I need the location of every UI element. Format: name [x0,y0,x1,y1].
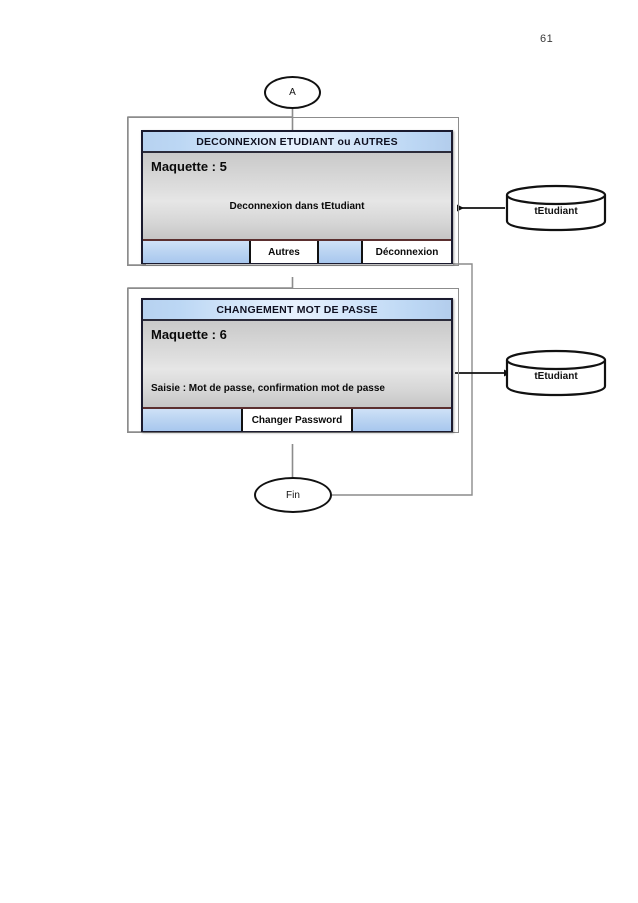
maquette-6-title-bar: CHANGEMENT MOT DE PASSE [143,300,451,321]
maquette-6-footer: Changer Password [143,409,451,431]
maquette-6-body: Maquette : 6 Saisie : Mot de passe, conf… [143,321,451,409]
maquette-6-note: Saisie : Mot de passe, confirmation mot … [151,383,385,394]
connector-node-a[interactable]: A [264,76,321,109]
footer-spacer-right-2 [353,409,451,431]
button-deconnexion[interactable]: Déconnexion [361,241,451,263]
maquette-6-heading: Maquette : 6 [151,327,227,342]
maquette-5-body: Maquette : 5 Deconnexion dans tEtudiant [143,153,451,241]
maquette-5-heading: Maquette : 5 [151,159,227,174]
maquette-5-footer: Autres Déconnexion [143,241,451,263]
footer-spacer-left [143,241,249,263]
datastore-tetudiant-bottom[interactable]: tEtudiant [505,349,607,397]
maquette-5-window[interactable]: DECONNEXION ETUDIANT ou AUTRES Maquette … [141,130,453,264]
datastore-tetudiant-top[interactable]: tEtudiant [505,184,607,232]
terminal-node-fin[interactable]: Fin [254,477,332,513]
footer-spacer-left-2 [143,409,241,431]
cylinder-icon [505,184,607,232]
maquette-5-title-bar: DECONNEXION ETUDIANT ou AUTRES [143,132,451,153]
datastore-top-label: tEtudiant [534,206,578,217]
datastore-bottom-label: tEtudiant [534,371,578,382]
cylinder-icon [505,349,607,397]
footer-spacer-mid [319,241,361,263]
maquette-5-note: Deconnexion dans tEtudiant [229,201,365,212]
button-autres[interactable]: Autres [249,241,319,263]
maquette-6-window[interactable]: CHANGEMENT MOT DE PASSE Maquette : 6 Sai… [141,298,453,432]
page-number: 61 [540,33,554,45]
button-changer-password[interactable]: Changer Password [241,409,353,431]
